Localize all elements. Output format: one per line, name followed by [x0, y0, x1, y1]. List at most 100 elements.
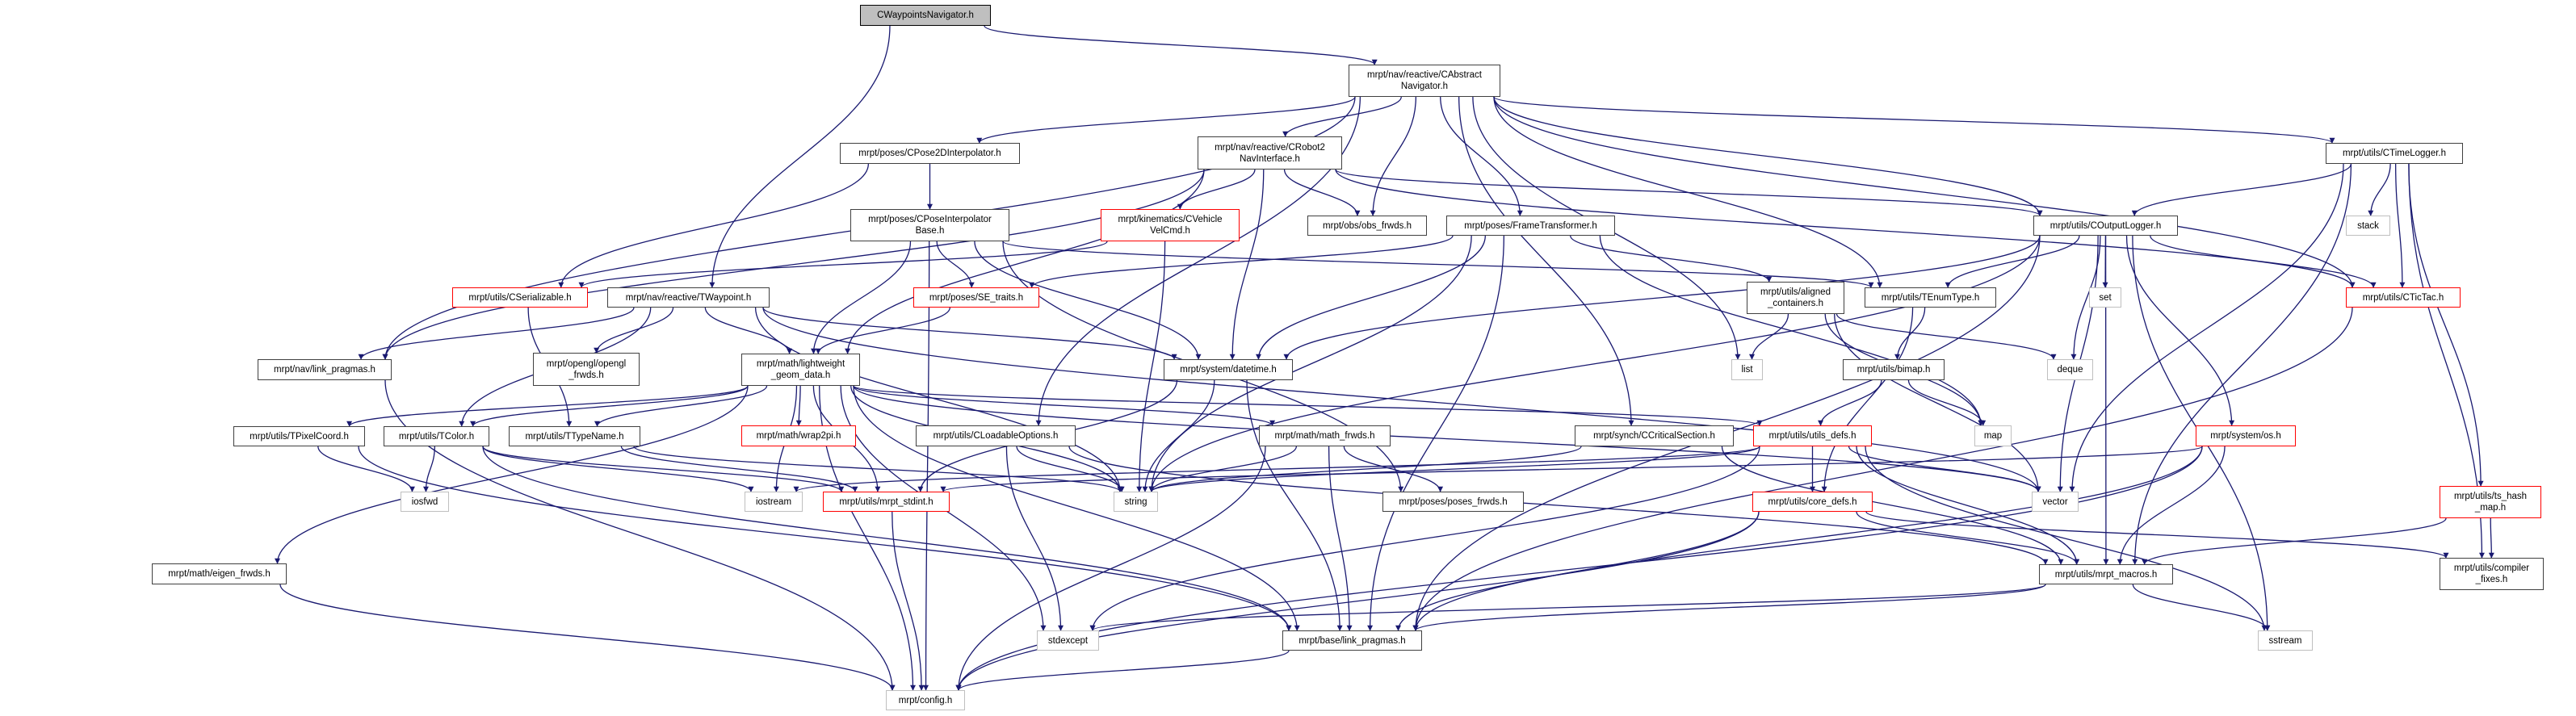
node-pose2dinterp[interactable]: mrpt/poses/CPose2DInterpolator.h	[840, 143, 1020, 164]
node-sstream[interactable]: sstream	[2258, 630, 2313, 651]
node-label: mrpt/utils/TEnumType.h	[1881, 292, 1980, 303]
edge-robot2nav-to-outputlogger	[1335, 169, 2043, 216]
node-utilsdefs[interactable]: mrpt/utils/utils_defs.h	[1753, 425, 1872, 446]
node-label: mrpt/utils/CLoadableOptions.h	[933, 431, 1059, 441]
edge-lwgeom-to-tcolor	[470, 385, 749, 427]
node-list[interactable]: list	[1731, 359, 1763, 380]
node-deque[interactable]: deque	[2047, 359, 2093, 380]
node-label: deque	[2057, 365, 2083, 375]
node-label: map	[1983, 431, 2003, 441]
node-coredefs[interactable]: mrpt/utils/core_defs.h	[1752, 492, 1873, 512]
node-osh[interactable]: mrpt/system/os.h	[2196, 425, 2296, 446]
node-label: list	[1741, 365, 1753, 375]
edge-abstractnav-to-ccritical	[1458, 96, 1634, 426]
node-label: mrpt/math/wrap2pi.h	[756, 431, 841, 441]
node-tenumtype[interactable]: mrpt/utils/TEnumType.h	[1865, 287, 1996, 308]
node-ccritical[interactable]: mrpt/synch/CCriticalSection.h	[1575, 425, 1734, 446]
node-outputlogger[interactable]: mrpt/utils/COutputLogger.h	[2033, 216, 2178, 236]
edge-timelogger-to-stack	[2368, 163, 2391, 216]
edge-tcolor-to-stdint	[482, 446, 845, 492]
node-label: mrpt/math/eigen_frwds.h	[168, 569, 271, 579]
node-tictac[interactable]: mrpt/utils/CTicTac.h	[2346, 287, 2461, 308]
node-iosfwd[interactable]: iosfwd	[401, 492, 449, 512]
edge-root-to-twaypoint	[709, 25, 891, 288]
edge-outputlogger-to-string	[1148, 235, 2041, 492]
edge-macros-to-sstream	[2132, 584, 2271, 631]
edge-cloadable-to-string	[1016, 446, 1125, 492]
node-ttypename[interactable]: mrpt/utils/TTypeName.h	[509, 426, 640, 446]
node-label: mrpt/opengl/opengl	[546, 358, 627, 369]
edge-twaypoint-to-vector	[762, 307, 2041, 492]
node-label: mrpt/poses/poses_frwds.h	[1399, 496, 1508, 507]
node-string[interactable]: string	[1114, 492, 1158, 512]
node-label: mrpt/obs/obs_frwds.h	[1323, 220, 1412, 231]
node-navlink[interactable]: mrpt/nav/link_pragmas.h	[258, 359, 392, 380]
node-compiler[interactable]: mrpt/utils/compiler_fixes.h	[2440, 558, 2544, 590]
node-tshash[interactable]: mrpt/utils/ts_hash_map.h	[2440, 486, 2541, 518]
node-mathfrwds[interactable]: mrpt/math/math_frwds.h	[1259, 425, 1391, 446]
edge-stdint-to-config	[892, 511, 925, 691]
edge-outputlogger-to-datetime	[1283, 235, 2041, 360]
node-label: CWaypointsNavigator.h	[877, 10, 974, 20]
node-root[interactable]: CWaypointsNavigator.h	[860, 5, 991, 26]
node-posesfrwds[interactable]: mrpt/poses/poses_frwds.h	[1382, 492, 1524, 512]
edge-setraits-to-lwgeom	[815, 307, 951, 354]
edge-robot2nav-to-lwgeom	[845, 169, 1205, 354]
edge-tictac-to-baselink	[1412, 307, 2353, 631]
node-label: mrpt/utils/mrpt_macros.h	[2054, 569, 2158, 580]
node-set[interactable]: set	[2089, 287, 2121, 308]
node-wrap2pi[interactable]: mrpt/math/wrap2pi.h	[741, 425, 856, 446]
node-label: mrpt/nav/reactive/TWaypoint.h	[625, 292, 752, 303]
node-baselink[interactable]: mrpt/base/link_pragmas.h	[1282, 630, 1422, 651]
node-aligned[interactable]: mrpt/utils/aligned_containers.h	[1747, 282, 1844, 314]
edge-macros-to-stdexcept	[1089, 584, 2046, 631]
node-twaypoint[interactable]: mrpt/nav/reactive/TWaypoint.h	[607, 287, 770, 308]
edge-tpixel-to-baselink	[358, 446, 1292, 631]
node-map[interactable]: map	[1974, 425, 2012, 446]
node-tcolor[interactable]: mrpt/utils/TColor.h	[384, 426, 489, 446]
node-stack[interactable]: stack	[2346, 216, 2390, 236]
node-label: Base.h	[915, 226, 945, 236]
edge-ttypename-to-string	[633, 446, 1123, 492]
node-timelogger[interactable]: mrpt/utils/CTimeLogger.h	[2326, 143, 2463, 164]
edge-timelogger-to-tshash	[2408, 163, 2484, 487]
edge-lwgeom-to-mathfrwds	[853, 385, 1275, 426]
edge-tcolor-to-baselink	[482, 446, 1292, 631]
node-obsfrwds[interactable]: mrpt/obs/obs_frwds.h	[1307, 216, 1427, 236]
edge-tenumtype-to-bimap	[1894, 307, 1926, 360]
node-cloadable[interactable]: mrpt/utils/CLoadableOptions.h	[916, 425, 1076, 446]
edge-abstractnav-to-timelogger	[1493, 96, 2335, 144]
node-cserializable[interactable]: mrpt/utils/CSerializable.h	[452, 287, 588, 308]
node-label: mrpt/nav/link_pragmas.h	[274, 365, 375, 375]
edge-outputlogger-to-tictac	[2150, 235, 2377, 288]
node-stdexcept[interactable]: stdexcept	[1037, 630, 1099, 651]
node-vector[interactable]: vector	[2032, 492, 2079, 512]
node-lwgeom[interactable]: mrpt/math/lightweight_geom_data.h	[741, 354, 860, 386]
edge-timelogger-to-outputlogger	[2131, 163, 2352, 216]
node-label: mrpt/utils/ts_hash	[2453, 492, 2528, 501]
node-frametrans[interactable]: mrpt/poses/FrameTransformer.h	[1446, 216, 1615, 236]
node-macros[interactable]: mrpt/utils/mrpt_macros.h	[2039, 564, 2173, 584]
edge-osh-to-macros	[2117, 446, 2226, 565]
node-bimap[interactable]: mrpt/utils/bimap.h	[1843, 359, 1945, 380]
edge-coredefs-to-config	[955, 511, 1760, 691]
node-label: mrpt/synch/CCriticalSection.h	[1593, 431, 1715, 441]
node-setraits[interactable]: mrpt/poses/SE_traits.h	[913, 287, 1039, 308]
node-opengl[interactable]: mrpt/opengl/opengl_frwds.h	[533, 353, 640, 386]
node-stdint[interactable]: mrpt/utils/mrpt_stdint.h	[823, 492, 950, 512]
node-iostream[interactable]: iostream	[745, 492, 803, 512]
node-eigen[interactable]: mrpt/math/eigen_frwds.h	[152, 563, 287, 584]
edge-utilsdefs-to-string	[1148, 446, 1760, 492]
edge-abstractnav-to-obsfrwds	[1370, 96, 1416, 216]
node-datetime[interactable]: mrpt/system/datetime.h	[1164, 359, 1293, 380]
node-label: VelCmd.h	[1150, 226, 1190, 236]
edge-mathfrwds-to-posesfrwds	[1343, 446, 1444, 492]
edge-vehiclevel-to-string	[1136, 241, 1166, 492]
node-tpixel[interactable]: mrpt/utils/TPixelCoord.h	[233, 426, 365, 446]
node-config[interactable]: mrpt/config.h	[886, 690, 965, 710]
